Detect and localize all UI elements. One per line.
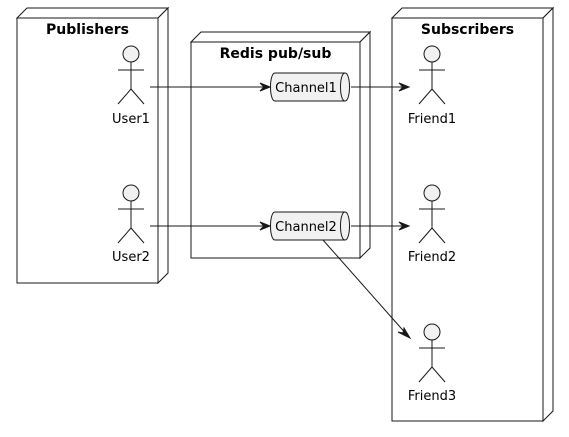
edge-channel1-friend1 — [351, 82, 411, 92]
arrowhead-icon — [398, 221, 411, 231]
friend3-stick-figure-icon — [418, 323, 446, 383]
edge-channel2-friend2 — [351, 221, 411, 231]
publishers-node: Publishers — [15, 6, 170, 285]
actor-friend2: Friend2 — [408, 184, 456, 265]
edge-channel2-friend3 — [322, 239, 412, 340]
user2-label: User2 — [112, 250, 150, 265]
channel2-label: Channel2 — [275, 220, 337, 235]
actor-friend3: Friend3 — [408, 323, 456, 404]
friend2-label: Friend2 — [408, 250, 456, 265]
channel1-label: Channel1 — [275, 81, 337, 96]
friend3-label: Friend3 — [408, 389, 456, 404]
friend1-stick-figure-icon — [418, 45, 446, 105]
redis-node-title: Redis pub/sub — [220, 46, 332, 62]
actor-user1: User1 — [112, 45, 150, 127]
arrowhead-icon — [259, 82, 272, 92]
queue-channel1: Channel1 — [270, 72, 350, 102]
arrowhead-icon — [398, 82, 411, 92]
queue-channel2: Channel2 — [270, 211, 350, 241]
subscribers-node-title: Subscribers — [421, 22, 514, 38]
arrowhead-icon — [259, 221, 272, 231]
arrowhead-icon — [397, 326, 412, 340]
friend1-label: Friend1 — [408, 112, 456, 127]
edge-user1-channel1 — [150, 82, 272, 92]
edge-user2-channel2 — [150, 221, 272, 231]
actor-user2: User2 — [112, 184, 150, 265]
subscribers-node: Subscribers — [390, 6, 555, 423]
publishers-node-title: Publishers — [46, 22, 129, 38]
user2-stick-figure-icon — [117, 184, 145, 244]
friend2-stick-figure-icon — [418, 184, 446, 244]
user1-label: User1 — [112, 112, 150, 127]
actor-friend1: Friend1 — [408, 45, 456, 127]
user1-stick-figure-icon — [117, 45, 145, 105]
